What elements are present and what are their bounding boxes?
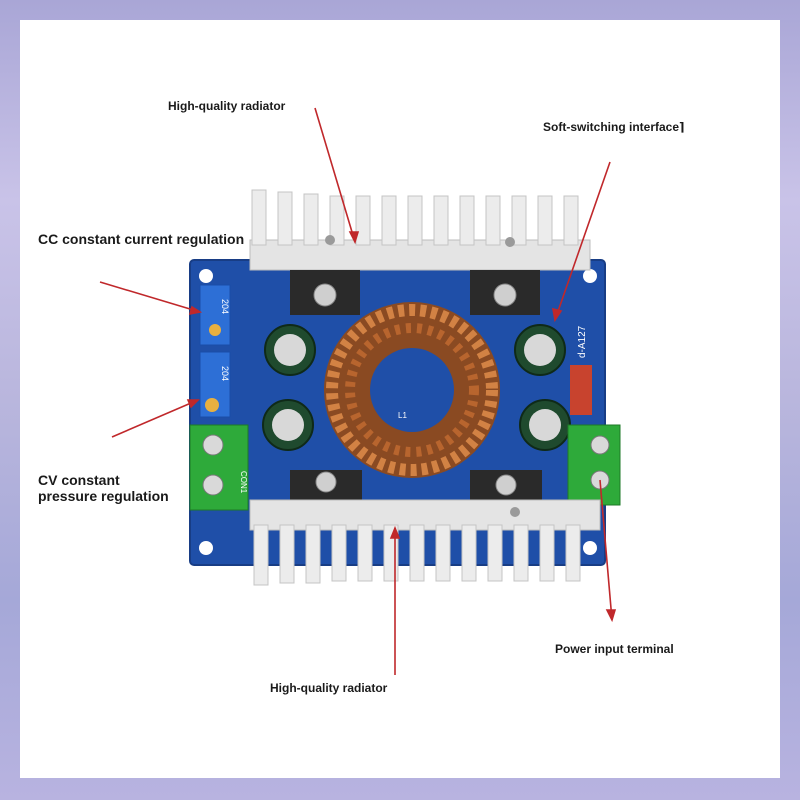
- label-radiator-top: High-quality radiator: [168, 99, 286, 113]
- label-cv-line1: CV constant: [38, 472, 120, 488]
- top-heatsink: [249, 189, 591, 271]
- label-soft-switching: Soft-switching interface⌉: [543, 119, 685, 135]
- arrow-soft-switching: [554, 161, 611, 321]
- board-illustration: 204 204: [99, 107, 621, 675]
- label-radiator-bottom: High-quality radiator: [270, 681, 388, 695]
- arrow-cv-regulation: [111, 399, 199, 438]
- label-cc-regulation: CC constant current regulation: [38, 231, 245, 247]
- arrow-radiator-top: [314, 107, 356, 243]
- bracket-glyph: ⌉: [679, 120, 685, 134]
- label-power-input: Power input terminal: [555, 642, 674, 656]
- arrow-power-input: [599, 479, 613, 621]
- capacitors: [262, 324, 571, 451]
- label-cv-line2: pressure regulation: [38, 488, 169, 504]
- inductor-mark: L1: [398, 411, 407, 420]
- left-terminal: CON1: [189, 424, 249, 511]
- toroid-inductor: L1: [324, 302, 500, 478]
- callout-arrows: [99, 107, 617, 675]
- pot-bottom-label: 204: [220, 366, 230, 381]
- label-soft-switching-text: Soft-switching interface: [543, 120, 680, 134]
- arrow-cc-regulation: [99, 281, 201, 313]
- bottom-heatsink: [249, 499, 601, 586]
- power-input-terminal: [567, 424, 621, 506]
- product-photo: 204 204: [20, 20, 780, 778]
- pot-top-label: 204: [220, 299, 230, 314]
- cv-potentiometer: 204: [199, 351, 231, 418]
- con1-label: CON1: [239, 471, 248, 494]
- cc-potentiometer: 204: [199, 284, 231, 346]
- board-model-label: d-A127: [577, 325, 588, 358]
